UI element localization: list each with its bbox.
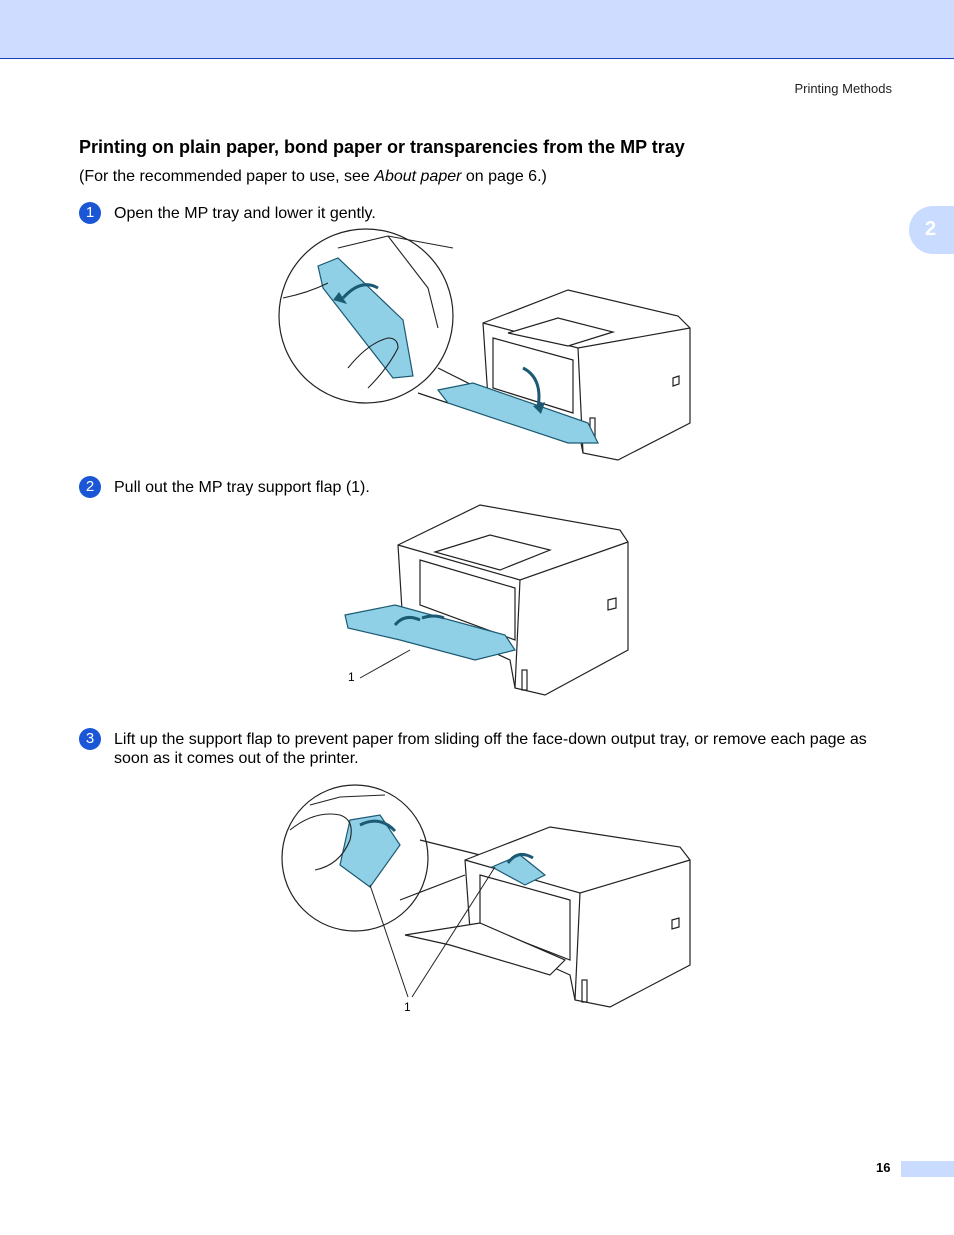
header-band bbox=[0, 0, 954, 59]
intro-after: on page 6.) bbox=[461, 168, 547, 185]
figure-pull-support-flap: 1 bbox=[344, 504, 629, 696]
intro-before: (For the recommended paper to use, see bbox=[79, 168, 375, 185]
chapter-number: 2 bbox=[925, 218, 937, 240]
step-2-text: Pull out the MP tray support flap (1). bbox=[114, 479, 370, 496]
figure-open-mp-tray bbox=[278, 228, 691, 461]
step-1-text: Open the MP tray and lower it gently. bbox=[114, 205, 376, 222]
figure-lift-support-flap: 1 bbox=[281, 784, 691, 1014]
chapter-tab: 2 bbox=[909, 206, 954, 254]
step-3-text: Lift up the support flap to prevent pape… bbox=[114, 731, 867, 767]
page-number-bar bbox=[901, 1161, 954, 1177]
intro-text: (For the recommended paper to use, see A… bbox=[79, 168, 547, 186]
figure-3-callout: 1 bbox=[404, 1000, 411, 1014]
step-3-number: 3 bbox=[79, 728, 101, 750]
step-2-number: 2 bbox=[79, 476, 101, 498]
page-number: 16 bbox=[876, 1160, 891, 1175]
about-paper-link[interactable]: About paper bbox=[374, 168, 462, 185]
running-title: Printing Methods bbox=[794, 81, 892, 96]
section-title: Printing on plain paper, bond paper or t… bbox=[79, 137, 685, 157]
step-1-number: 1 bbox=[79, 202, 101, 224]
figure-2-callout: 1 bbox=[348, 670, 355, 684]
